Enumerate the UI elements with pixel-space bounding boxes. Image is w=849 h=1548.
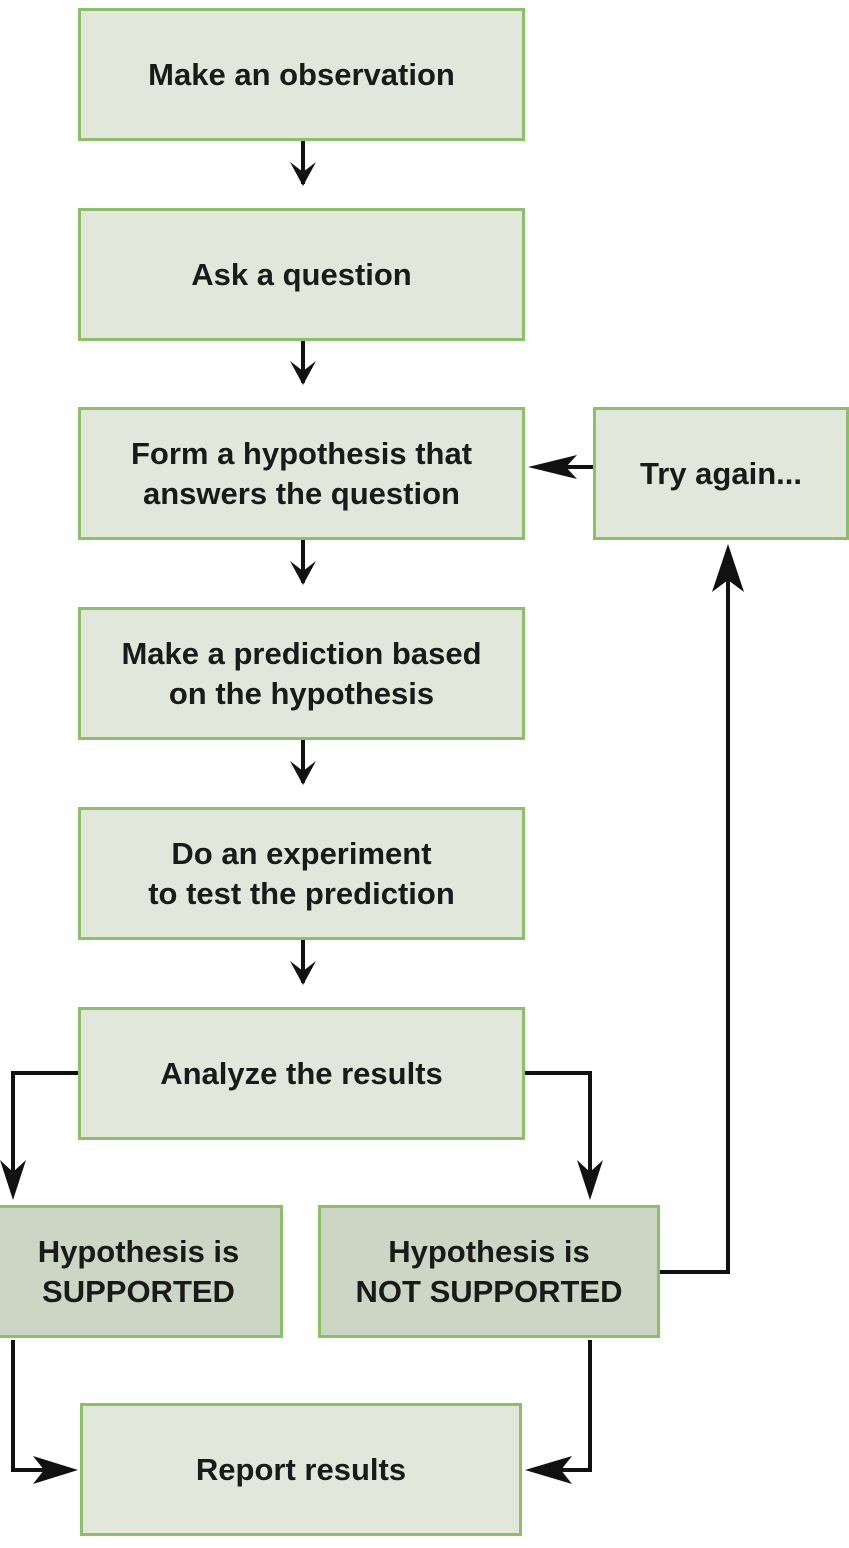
step-do-experiment-label: Do an experiment to test the prediction: [148, 835, 455, 911]
step-form-hypothesis-label: Form a hypothesis that answers the quest…: [130, 435, 473, 511]
arrowhead-left: [525, 1456, 572, 1484]
arrowhead-left: [528, 455, 577, 479]
step-make-prediction-label: Make a prediction based on the hypothesi…: [121, 635, 482, 711]
arrowhead-down: [577, 1160, 603, 1200]
step-do-experiment: Do an experiment to test the prediction: [78, 807, 525, 940]
step-make-prediction: Make a prediction based on the hypothesi…: [78, 607, 525, 740]
step-form-hypothesis: Form a hypothesis that answers the quest…: [78, 407, 525, 540]
arrowhead-down: [290, 162, 316, 186]
arrowhead-down: [290, 361, 316, 385]
step-analyze-results-label: Analyze the results: [160, 1055, 443, 1091]
arrowhead-up: [712, 544, 744, 592]
arrow-supported-to-report: [11, 1340, 55, 1472]
arrowhead-down: [0, 1160, 26, 1200]
arrow-not-supported-to-report: [550, 1340, 592, 1472]
arrowhead-down: [290, 561, 316, 585]
arrow-analyze-to-not-supported: [525, 1071, 592, 1180]
arrow-not-supported-to-try-again: [660, 565, 730, 1274]
outcome-hypothesis-not-supported-label: Hypothesis is NOT SUPPORTED: [355, 1233, 623, 1309]
outcome-hypothesis-supported-label: Hypothesis is SUPPORTED: [37, 1233, 240, 1309]
step-make-observation-label: Make an observation: [148, 56, 455, 92]
outcome-hypothesis-not-supported: Hypothesis is NOT SUPPORTED: [318, 1205, 660, 1338]
step-try-again-label: Try again...: [640, 455, 802, 491]
step-ask-question-label: Ask a question: [191, 256, 412, 292]
arrowhead-down: [290, 961, 316, 985]
arrowhead-right: [33, 1456, 78, 1484]
step-report-results-label: Report results: [195, 1451, 407, 1487]
arrowhead-down: [290, 761, 316, 785]
step-try-again: Try again...: [593, 407, 849, 540]
step-report-results: Report results: [80, 1403, 522, 1536]
step-ask-question: Ask a question: [78, 208, 525, 341]
step-analyze-results: Analyze the results: [78, 1007, 525, 1140]
arrow-analyze-to-supported: [11, 1071, 78, 1180]
outcome-hypothesis-supported: Hypothesis is SUPPORTED: [0, 1205, 283, 1338]
step-make-observation: Make an observation: [78, 8, 525, 141]
